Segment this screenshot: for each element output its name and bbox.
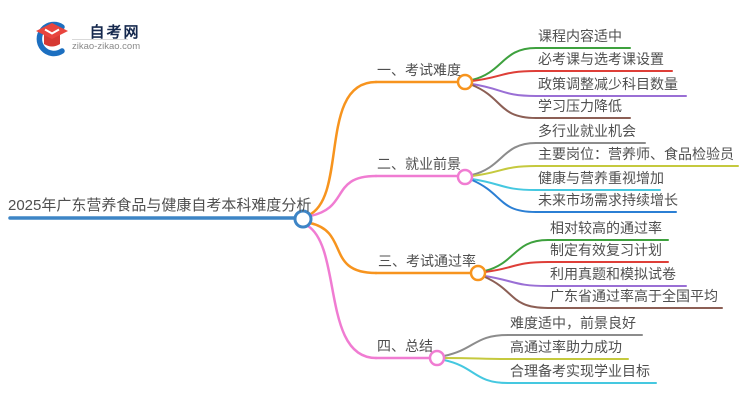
leaf-connector [471, 70, 537, 82]
leaf-label[interactable]: 利用真题和模拟试卷 [550, 266, 676, 282]
leaf-label[interactable]: 课程内容适中 [538, 28, 622, 44]
logo-divider [72, 39, 128, 40]
branch-label-3[interactable]: 三、考试通过率 [378, 253, 476, 269]
branch-label-4[interactable]: 四、总结 [377, 338, 433, 354]
branch-label-2[interactable]: 二、就业前景 [377, 156, 461, 172]
branch-connector [306, 224, 378, 360]
leaf-label[interactable]: 学习压力降低 [538, 98, 622, 114]
leaf-label[interactable]: 制定有效复习计划 [550, 242, 662, 258]
leaf-connector [484, 275, 549, 287]
leaf-connector [443, 357, 509, 360]
leaf-label[interactable]: 主要岗位：营养师、食品检验员 [538, 146, 734, 162]
leaf-label[interactable]: 必考课与选考课设置 [538, 51, 664, 67]
leaf-connector [484, 261, 549, 273]
branch-node-circle[interactable] [469, 264, 487, 282]
leaf-label[interactable]: 未来市场需求持续增长 [538, 192, 678, 208]
site-logo[interactable]: 自考网 zikao-zikao.com [30, 16, 180, 60]
leaf-connector [471, 83, 537, 97]
leaf-connector [484, 239, 549, 272]
branch-node-circle[interactable] [428, 349, 446, 367]
leaf-label[interactable]: 高通过率助力成功 [510, 339, 622, 355]
leaf-connector [471, 47, 537, 81]
branch-connector [308, 221, 378, 275]
leaf-connector [443, 359, 509, 384]
leaf-label[interactable]: 相对较高的通过率 [550, 220, 662, 236]
leaf-connector [484, 276, 549, 309]
leaf-label[interactable]: 多行业就业机会 [538, 123, 636, 139]
site-name: 自考网 [89, 24, 141, 41]
branch-connector [308, 174, 378, 218]
leaf-label[interactable]: 难度适中，前景良好 [510, 315, 636, 331]
branch-node-circle[interactable] [456, 73, 474, 91]
site-url: zikao-zikao.com [72, 41, 141, 52]
leaf-label[interactable]: 广东省通过率高于全国平均 [550, 288, 718, 304]
leaf-label[interactable]: 合理备考实现学业目标 [510, 363, 650, 379]
central-topic-label[interactable]: 2025年广东营养食品与健康自考本科难度分析 [8, 197, 312, 214]
leaf-connector [443, 334, 509, 357]
graduation-cap-icon [36, 21, 68, 57]
central-node-circle[interactable] [293, 209, 313, 229]
leaf-connector [471, 179, 537, 213]
leaf-connector [471, 165, 537, 177]
branch-label-1[interactable]: 一、考试难度 [377, 62, 461, 78]
leaf-label[interactable]: 健康与营养重视增加 [538, 170, 664, 186]
branch-connector [307, 80, 378, 217]
leaf-connector [471, 178, 537, 191]
leaf-connector [471, 84, 537, 119]
branch-node-circle[interactable] [456, 168, 474, 186]
leaf-connector [471, 142, 537, 176]
leaf-label[interactable]: 政策调整减少科目数量 [538, 76, 678, 92]
